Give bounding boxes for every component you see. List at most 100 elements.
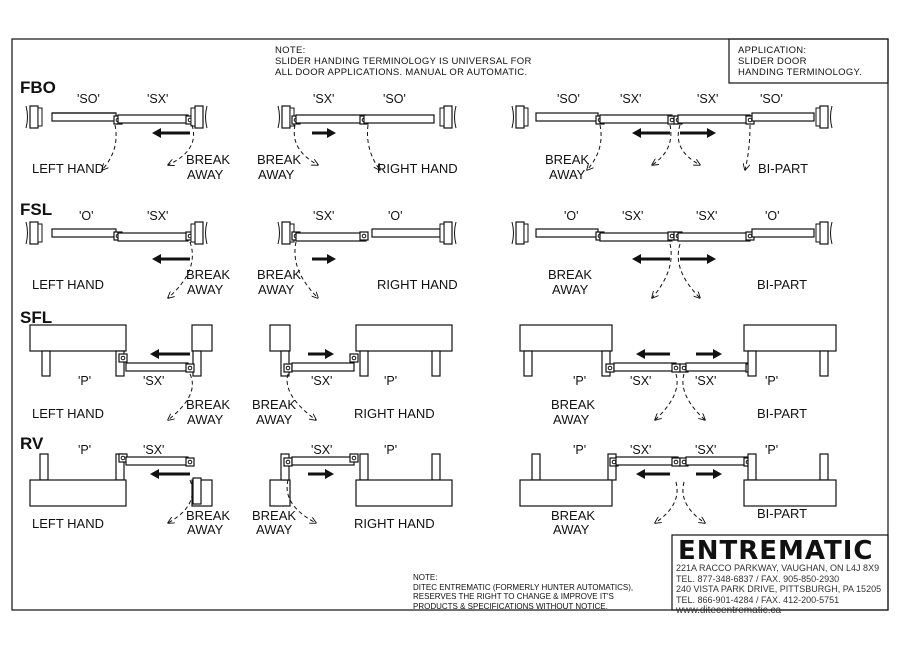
door-post bbox=[115, 350, 125, 377]
caption-break: BREAK bbox=[186, 397, 231, 412]
application-title: APPLICATION: bbox=[738, 45, 807, 56]
footer-note-title: NOTE: bbox=[413, 573, 438, 582]
door-panel bbox=[51, 228, 117, 238]
wall-jamb bbox=[281, 105, 291, 129]
door-post bbox=[523, 350, 533, 377]
label-p: 'P' bbox=[384, 374, 398, 388]
label-sx: 'SX' bbox=[147, 209, 169, 223]
door-panel bbox=[685, 362, 749, 372]
label-p: 'P' bbox=[765, 374, 779, 388]
caption-right-hand: RIGHT HAND bbox=[354, 516, 435, 531]
door-panel bbox=[535, 228, 599, 238]
caption-left-hand: LEFT HAND bbox=[32, 161, 104, 176]
travel-arrow-head bbox=[713, 349, 722, 359]
travel-arrow-head bbox=[150, 349, 159, 359]
pivot-point bbox=[187, 459, 193, 465]
caption-break: BREAK bbox=[545, 152, 590, 167]
label-sx: 'SX' bbox=[630, 374, 652, 388]
label-so: 'SO' bbox=[383, 92, 406, 106]
travel-arrow-head bbox=[325, 469, 334, 479]
breakaway-swing bbox=[293, 124, 318, 165]
label-sx: 'SX' bbox=[622, 209, 644, 223]
door-panel bbox=[677, 232, 751, 242]
label-so: 'SO' bbox=[557, 92, 580, 106]
breakaway-swing bbox=[652, 243, 672, 298]
company-website[interactable]: www.ditecentrematic.ca bbox=[676, 605, 782, 616]
wall-break-line bbox=[205, 221, 208, 245]
wall-break-line bbox=[511, 105, 514, 129]
label-sx: 'SX' bbox=[311, 443, 333, 457]
caption-left-hand: LEFT HAND bbox=[32, 277, 104, 292]
pivot-block bbox=[349, 353, 359, 363]
travel-arrow-head bbox=[325, 349, 334, 359]
breakaway-swing bbox=[168, 124, 194, 165]
door-panel bbox=[125, 362, 189, 372]
breakaway-swing bbox=[102, 124, 117, 170]
wall-break-line bbox=[830, 105, 833, 129]
caption-break: BREAK bbox=[551, 508, 596, 523]
application-line-2: HANDING TERMINOLOGY. bbox=[738, 67, 862, 78]
door-panel bbox=[751, 112, 815, 122]
caption-bi-part: BI-PART bbox=[757, 406, 808, 421]
caption-left-hand: LEFT HAND bbox=[32, 516, 104, 531]
company-phone-2: TEL. 866-901-4284 / FAX. 412-200-5751 bbox=[676, 594, 840, 605]
breakaway-swing bbox=[168, 241, 193, 298]
caption-away: AWAY bbox=[258, 282, 295, 297]
pivot-point bbox=[673, 459, 679, 465]
label-sx: 'SX' bbox=[630, 443, 652, 457]
pivot-block bbox=[283, 457, 293, 467]
wall-break-line bbox=[25, 105, 28, 129]
door-panel bbox=[117, 114, 189, 124]
wall-jamb bbox=[515, 221, 525, 245]
breakaway-swing bbox=[677, 124, 700, 165]
door-post bbox=[819, 350, 829, 377]
label-sx: 'SX' bbox=[143, 374, 165, 388]
company-logo: ENTREMATIC bbox=[678, 536, 874, 566]
wall-section bbox=[519, 324, 613, 352]
wall-section bbox=[743, 479, 837, 507]
label-o: 'O' bbox=[564, 209, 579, 223]
caption-away: AWAY bbox=[256, 412, 293, 427]
company-phone-1: TEL. 877-348-6837 / FAX. 905-850-2930 bbox=[676, 573, 840, 584]
breakaway-swing bbox=[652, 124, 672, 165]
door-post bbox=[431, 350, 441, 377]
door-panel bbox=[535, 112, 599, 122]
pivot-block bbox=[283, 363, 293, 373]
breakaway-swing bbox=[286, 479, 316, 523]
caption-away: AWAY bbox=[187, 522, 224, 537]
door-post bbox=[192, 477, 202, 505]
wall-jamb bbox=[819, 105, 829, 129]
travel-arrow-head bbox=[152, 254, 161, 264]
door-panel bbox=[677, 114, 751, 124]
travel-arrow-head bbox=[713, 469, 722, 479]
note-line-1: SLIDER HANDING TERMINOLOGY IS UNIVERSAL … bbox=[275, 56, 532, 67]
label-sx: 'SX' bbox=[313, 209, 335, 223]
door-post bbox=[280, 453, 290, 481]
caption-break: BREAK bbox=[186, 508, 231, 523]
caption-break: BREAK bbox=[252, 508, 297, 523]
door-panel bbox=[599, 114, 673, 124]
pivot-point bbox=[361, 233, 367, 239]
jamb-trim bbox=[523, 107, 529, 127]
breakaway-swing bbox=[677, 243, 700, 298]
pivot-point bbox=[673, 365, 679, 371]
label-o: 'O' bbox=[79, 209, 94, 223]
company-address-2: 240 VISTA PARK DRIVE, PITTSBURGH, PA 152… bbox=[676, 584, 882, 594]
door-post bbox=[431, 453, 441, 481]
caption-away: AWAY bbox=[187, 412, 224, 427]
wall-section bbox=[269, 479, 291, 507]
wall-jamb bbox=[29, 105, 39, 129]
jamb-trim bbox=[523, 223, 529, 243]
door-panel bbox=[295, 114, 367, 124]
door-panel bbox=[599, 232, 673, 242]
application-box bbox=[728, 38, 889, 84]
breakaway-swing bbox=[655, 481, 678, 523]
pivot-point bbox=[285, 459, 291, 465]
door-post bbox=[359, 453, 369, 481]
door-panel bbox=[371, 228, 441, 238]
wall-jamb bbox=[29, 221, 39, 245]
jamb-trim bbox=[190, 223, 196, 243]
jamb-trim bbox=[439, 107, 445, 127]
